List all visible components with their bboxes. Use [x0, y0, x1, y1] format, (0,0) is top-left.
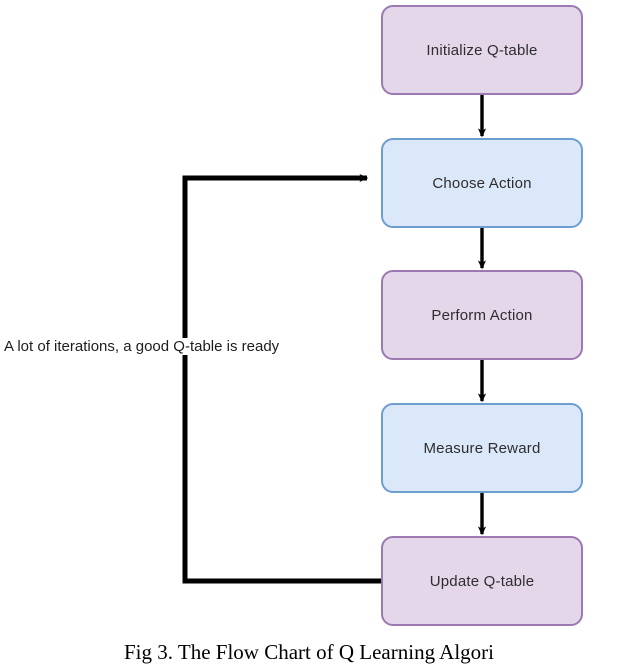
edge-update-to-choose-feedback-loop [182, 173, 381, 584]
node-choose-action[interactable]: Choose Action [381, 138, 583, 228]
node-choose-action-label: Choose Action [432, 174, 532, 192]
node-measure-reward-label: Measure Reward [423, 439, 541, 457]
node-initialize-q-table[interactable]: Initialize Q-table [381, 5, 583, 95]
node-update-q-table-label: Update Q-table [429, 572, 535, 590]
node-update-q-table[interactable]: Update Q-table [381, 536, 583, 626]
feedback-loop-label: A lot of iterations, a good Q-table is r… [3, 338, 281, 355]
node-initialize-q-table-label: Initialize Q-table [426, 41, 538, 59]
figure-caption: Fig 3. The Flow Chart of Q Learning Algo… [124, 640, 494, 664]
node-perform-action[interactable]: Perform Action [381, 270, 583, 360]
node-measure-reward[interactable]: Measure Reward [381, 403, 583, 493]
node-perform-action-label: Perform Action [431, 306, 533, 324]
